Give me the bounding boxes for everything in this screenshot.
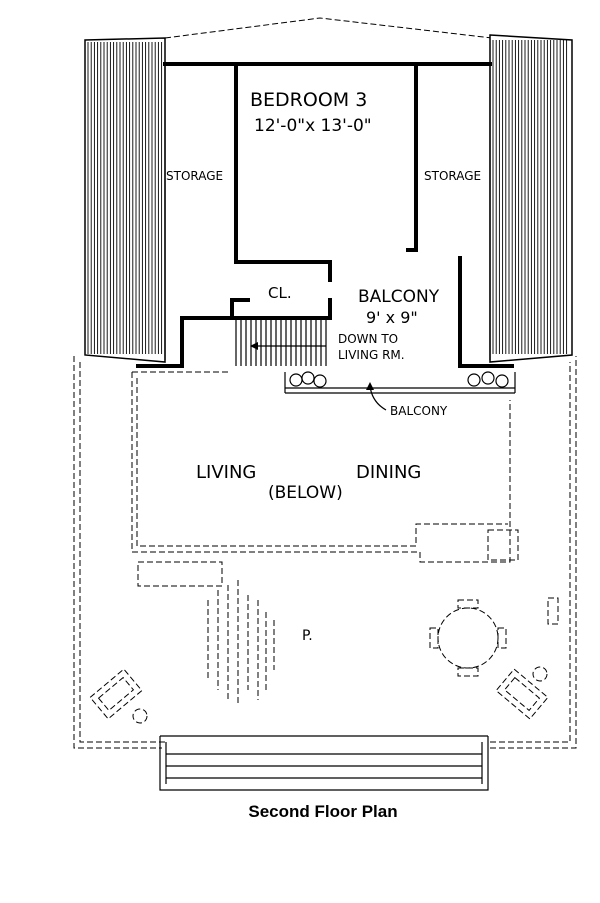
dining-label: DINING (356, 462, 421, 483)
patio-outline (73, 356, 577, 749)
plan-caption: Second Floor Plan (248, 802, 397, 821)
bedroom-size: 12'-0"x 13'-0" (254, 116, 372, 136)
below-label: (BELOW) (268, 483, 343, 503)
lounge-chair-right (495, 668, 549, 720)
roof-outline (164, 17, 493, 39)
left-roof-panel (84, 37, 166, 363)
patio-label: P. (302, 628, 313, 644)
planter-right (467, 371, 509, 388)
stair-arrow-head (250, 342, 258, 350)
side-table-left (132, 708, 148, 724)
patio-bench (547, 597, 559, 625)
stair-label-line2: LIVING RM. (338, 348, 405, 362)
side-table-right (532, 666, 548, 682)
balcony-callout-label: BALCONY (390, 404, 448, 418)
stair (235, 320, 327, 366)
bedroom-label: BEDROOM 3 (250, 89, 367, 111)
lounge-chair-left (89, 668, 143, 720)
storage-left-label: STORAGE (166, 169, 223, 183)
balcony-callout-arrow (366, 382, 374, 390)
planter-left (289, 371, 327, 388)
balcony-rail (284, 372, 516, 394)
patio-table (429, 599, 507, 677)
patio-steps (159, 735, 489, 791)
closet-label: CL. (268, 284, 292, 302)
stair-label-line1: DOWN TO (338, 332, 398, 346)
patio-shading (207, 580, 275, 705)
living-label: LIVING (196, 462, 256, 483)
living-dining-outline (131, 371, 519, 587)
balcony-label: BALCONY (358, 287, 440, 307)
balcony-size: 9' x 9" (366, 308, 418, 327)
storage-right-label: STORAGE (424, 169, 481, 183)
upper-walls (136, 62, 514, 368)
right-roof-panel (489, 34, 573, 363)
